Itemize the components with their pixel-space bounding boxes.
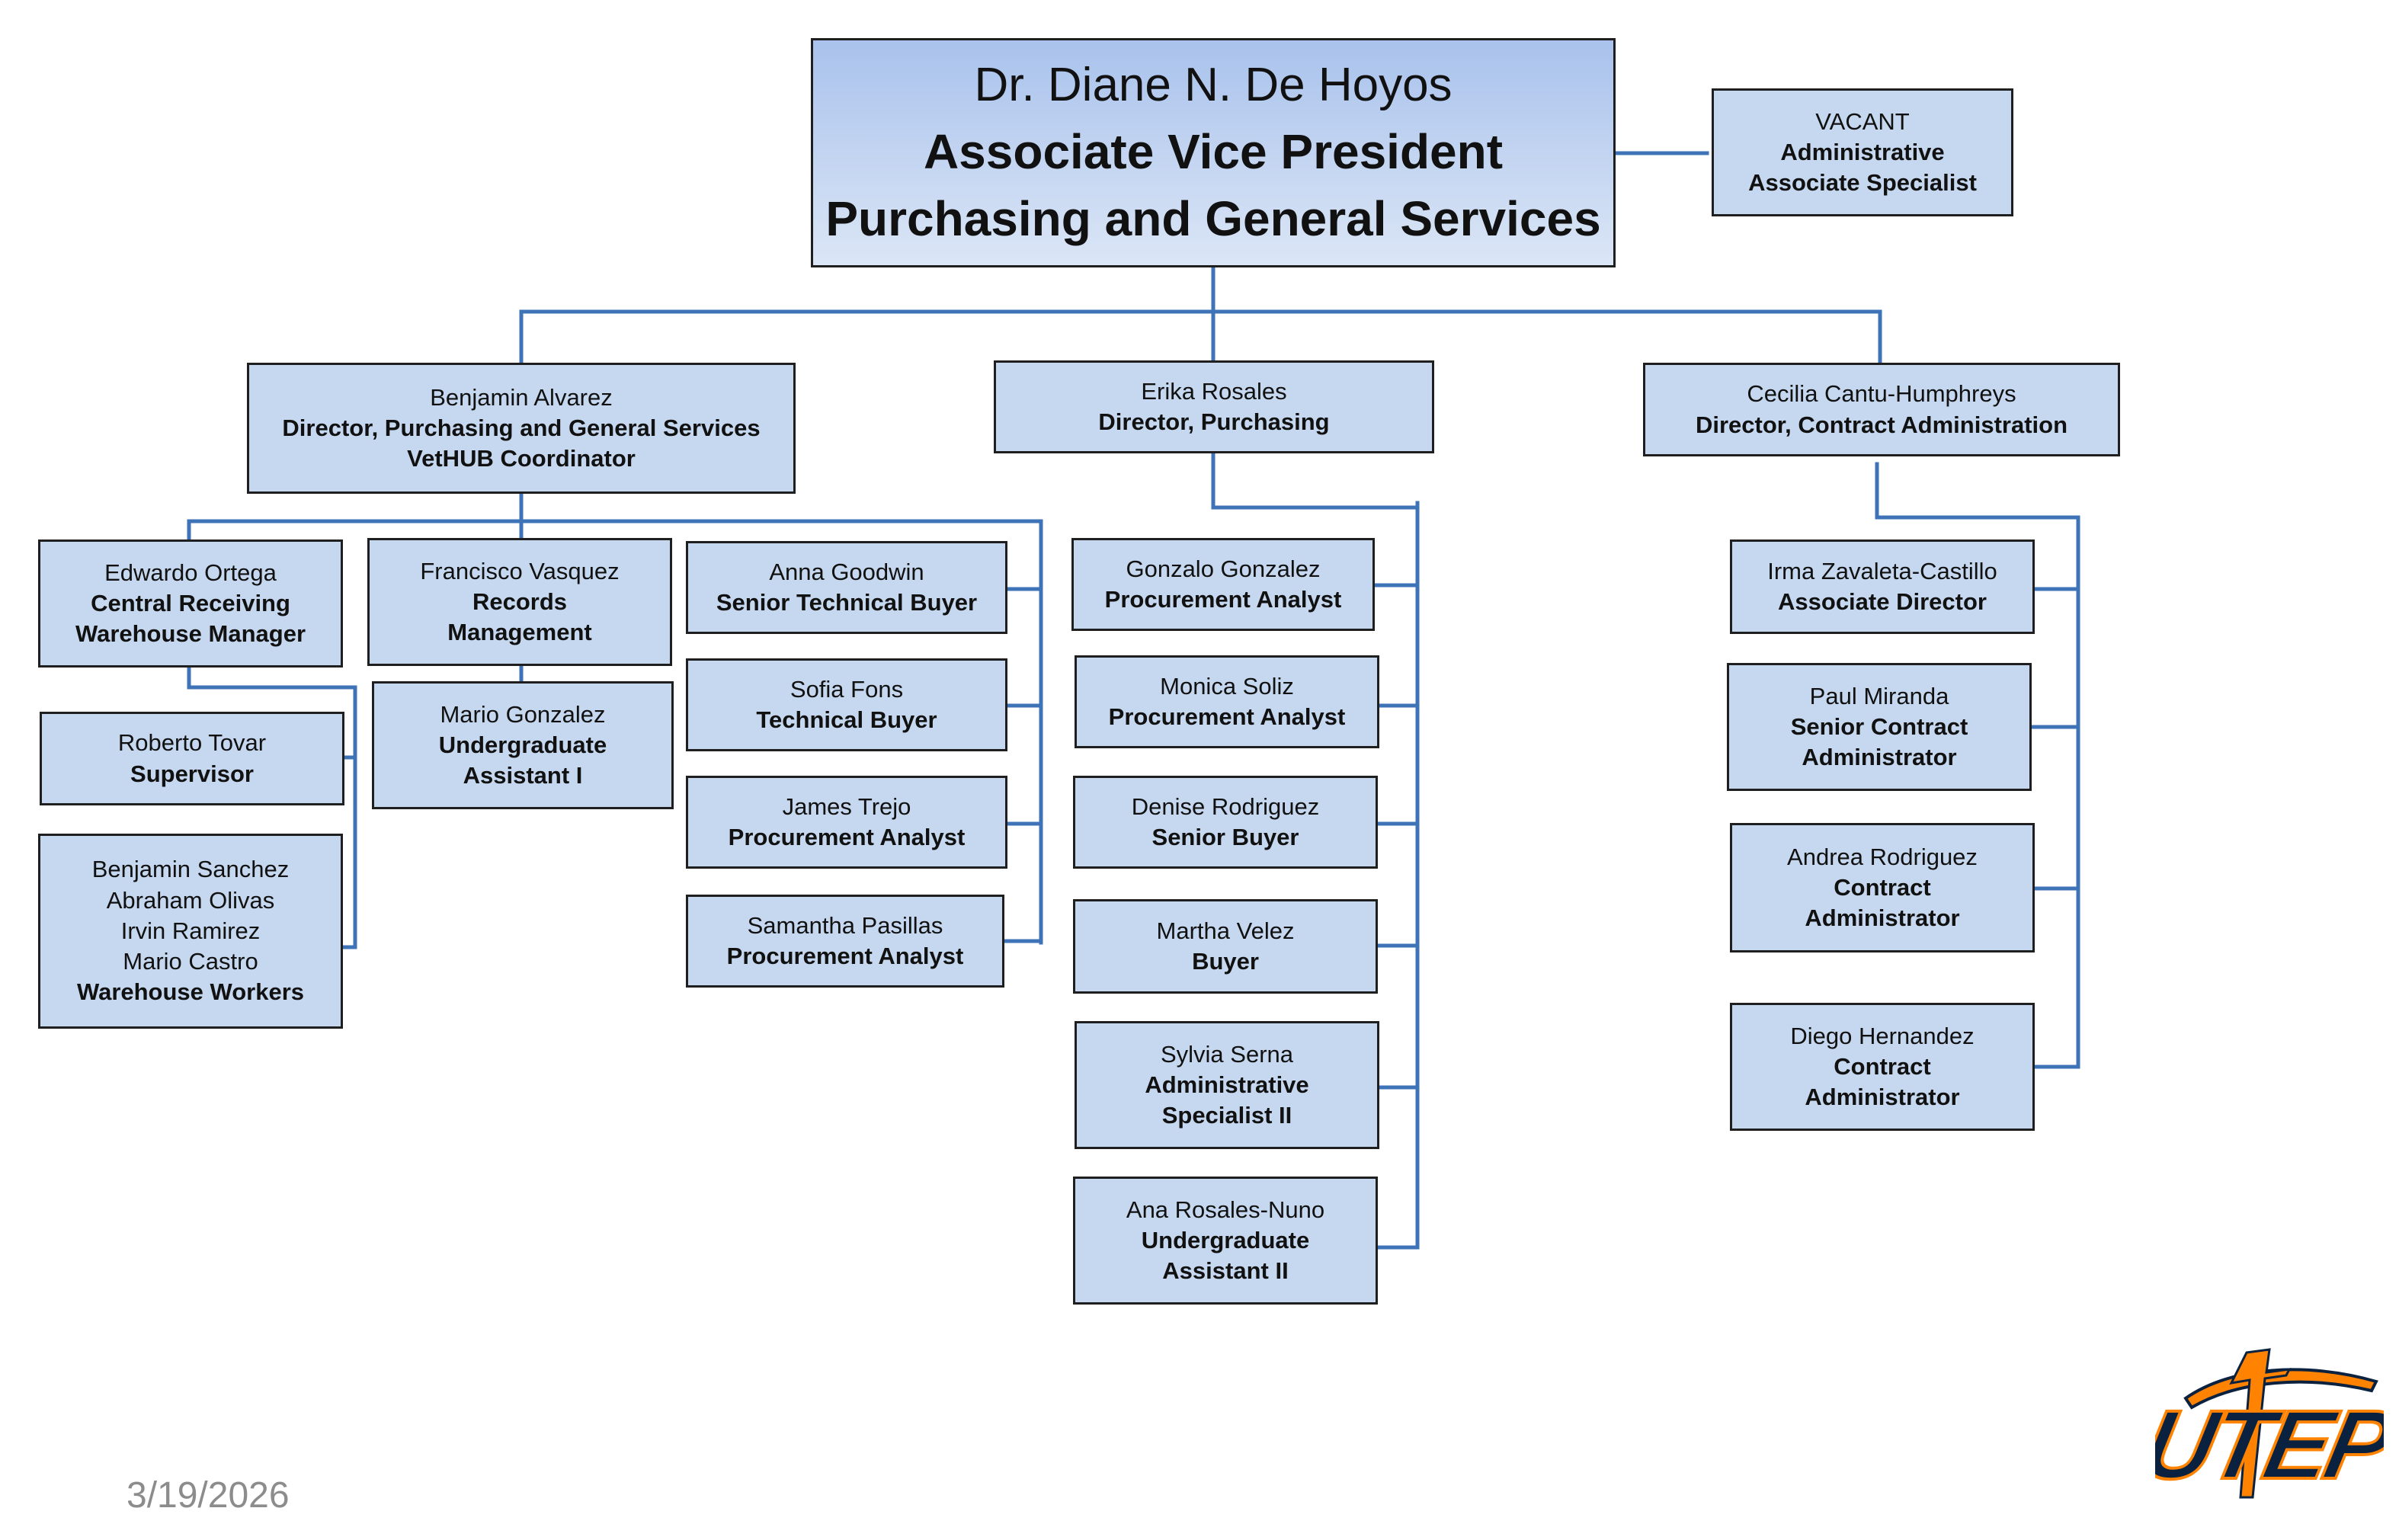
staff-name: Paul Miranda [1809, 682, 1949, 709]
staff-name: Martha Velez [1156, 917, 1295, 944]
staff-box-andrea-rodriguez: Andrea Rodriguez Contract Administrator [1730, 823, 2035, 952]
staff-title-line2: Assistant II [1162, 1257, 1289, 1285]
director-name: Erika Rosales [1141, 377, 1287, 405]
staff-name: Denise Rodriguez [1131, 792, 1320, 820]
staff-title-line2: Administrator [1802, 744, 1957, 771]
worker-name: Mario Castro [123, 948, 258, 975]
staff-box-goodwin: Anna Goodwin Senior Technical Buyer [686, 541, 1007, 634]
staff-box-tovar: Roberto Tovar Supervisor [40, 712, 344, 805]
avp-box: Dr. Diane N. De Hoyos Associate Vice Pre… [811, 38, 1616, 267]
staff-name: Monica Soliz [1160, 672, 1294, 700]
staff-title: Undergraduate [1141, 1226, 1310, 1253]
staff-title: Procurement Analyst [728, 824, 966, 850]
director-name: Cecilia Cantu-Humphreys [1747, 380, 2016, 408]
vacant-title-line1: Administrative [1780, 138, 1945, 165]
staff-title-line2: Administrator [1805, 1084, 1960, 1111]
staff-name: Irma Zavaleta-Castillo [1767, 557, 1997, 584]
worker-name: Irvin Ramirez [120, 917, 261, 944]
director-name: Benjamin Alvarez [430, 383, 613, 411]
staff-title: Procurement Analyst [1104, 586, 1342, 613]
staff-title-line2: Specialist II [1161, 1102, 1292, 1129]
vacant-name: VACANT [1815, 107, 1910, 135]
staff-title: Administrative [1145, 1071, 1309, 1098]
director-box-cantu-humphreys: Cecilia Cantu-Humphreys Director, Contra… [1643, 363, 2120, 456]
staff-box-rosales-nuno: Ana Rosales-Nuno Undergraduate Assistant… [1073, 1177, 1378, 1305]
staff-box-trejo: James Trejo Procurement Analyst [686, 776, 1007, 869]
vacant-title-line2: Associate Specialist [1748, 169, 1977, 197]
staff-box-miranda: Paul Miranda Senior Contract Administrat… [1727, 663, 2032, 791]
staff-box-warehouse-workers: Benjamin Sanchez Abraham Olivas Irvin Ra… [38, 834, 343, 1029]
staff-box-soliz: Monica Soliz Procurement Analyst [1075, 655, 1379, 748]
avp-department: Purchasing and General Services [825, 191, 1601, 247]
staff-name: Roberto Tovar [117, 729, 267, 757]
staff-name: Mario Gonzalez [440, 700, 606, 728]
staff-name: Sofia Fons [790, 675, 904, 703]
staff-box-denise-rodriguez: Denise Rodriguez Senior Buyer [1073, 776, 1378, 869]
staff-name: Francisco Vasquez [420, 557, 620, 584]
director-title: Director, Purchasing [1098, 408, 1330, 435]
staff-title: Buyer [1192, 948, 1259, 975]
staff-title-line2: Assistant I [463, 762, 583, 789]
staff-box-hernandez: Diego Hernandez Contract Administrator [1730, 1003, 2035, 1131]
director-box-alvarez: Benjamin Alvarez Director, Purchasing an… [247, 363, 796, 494]
staff-name: Andrea Rodriguez [1787, 843, 1978, 870]
staff-name: Sylvia Serna [1160, 1040, 1294, 1068]
staff-box-pasillas: Samantha Pasillas Procurement Analyst [686, 895, 1004, 988]
staff-title: Records [472, 588, 568, 615]
staff-title: Supervisor [130, 760, 254, 787]
staff-title: Central Receiving [91, 589, 290, 616]
staff-title-line2: Management [447, 619, 592, 646]
director-box-rosales: Erika Rosales Director, Purchasing [994, 360, 1434, 453]
staff-box-zavaleta-castillo: Irma Zavaleta-Castillo Associate Directo… [1730, 539, 2035, 634]
staff-title: Warehouse Workers [76, 978, 305, 1006]
staff-title: Technical Buyer [756, 706, 937, 733]
worker-name: Abraham Olivas [106, 886, 275, 914]
staff-title: Senior Contract [1790, 712, 1968, 740]
staff-box-mario-gonzalez: Mario Gonzalez Undergraduate Assistant I [372, 681, 674, 809]
staff-title: Associate Director [1778, 588, 1987, 615]
staff-name: Ana Rosales-Nuno [1126, 1196, 1325, 1223]
utep-logo-text: UTEP [2155, 1391, 2384, 1499]
utep-logo: UTEP [2155, 1348, 2384, 1501]
staff-title-line2: Warehouse Manager [75, 620, 306, 648]
staff-title: Senior Buyer [1151, 824, 1299, 850]
director-title: Director, Purchasing and General Service… [282, 414, 761, 441]
staff-title: Contract [1834, 873, 1931, 901]
date-footer: 3/19/2026 [127, 1475, 290, 1516]
staff-title: Contract [1834, 1052, 1931, 1080]
staff-title: Senior Technical Buyer [716, 589, 978, 616]
staff-box-gonzalo-gonzalez: Gonzalo Gonzalez Procurement Analyst [1071, 538, 1375, 631]
avp-name: Dr. Diane N. De Hoyos [974, 59, 1453, 112]
staff-name: Gonzalo Gonzalez [1126, 555, 1321, 582]
avp-title: Associate Vice President [923, 123, 1504, 179]
staff-name: Edwardo Ortega [104, 559, 277, 586]
staff-name: Anna Goodwin [769, 558, 924, 585]
staff-box-vasquez: Francisco Vasquez Records Management [367, 538, 672, 666]
staff-box-velez: Martha Velez Buyer [1073, 899, 1378, 994]
staff-box-ortega: Edwardo Ortega Central Receiving Warehou… [38, 539, 343, 668]
director-title-secondary: VetHUB Coordinator [407, 445, 636, 472]
worker-name: Benjamin Sanchez [91, 856, 290, 883]
director-title: Director, Contract Administration [1695, 411, 2068, 438]
staff-name: Diego Hernandez [1790, 1022, 1975, 1049]
staff-title: Procurement Analyst [726, 943, 964, 969]
staff-title-line2: Administrator [1805, 904, 1960, 932]
vacant-position-box: VACANT Administrative Associate Speciali… [1712, 88, 2013, 216]
staff-name: Samantha Pasillas [747, 911, 943, 939]
staff-name: James Trejo [782, 792, 911, 820]
staff-box-serna: Sylvia Serna Administrative Specialist I… [1075, 1021, 1379, 1149]
staff-box-fons: Sofia Fons Technical Buyer [686, 658, 1007, 751]
staff-title: Undergraduate [438, 731, 607, 758]
staff-title: Procurement Analyst [1108, 703, 1346, 730]
